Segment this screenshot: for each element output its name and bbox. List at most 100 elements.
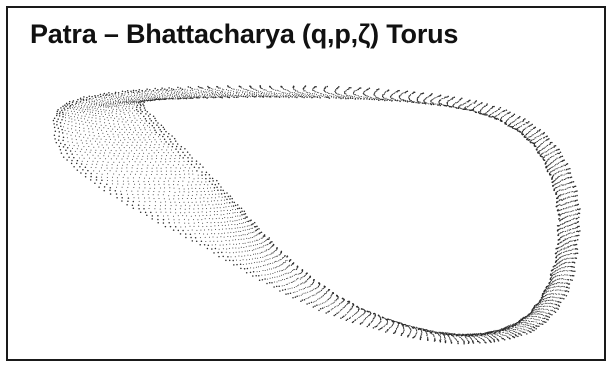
torus-point xyxy=(567,177,568,178)
torus-point xyxy=(553,287,554,288)
torus-point xyxy=(552,303,553,304)
torus-point xyxy=(211,226,212,227)
torus-point xyxy=(550,142,552,144)
torus-point xyxy=(421,332,422,333)
torus-point xyxy=(549,300,550,301)
torus-point xyxy=(547,309,548,310)
torus-point xyxy=(353,315,354,316)
torus-point xyxy=(92,101,93,102)
torus-point xyxy=(239,96,240,97)
torus-point xyxy=(125,91,127,93)
torus-point xyxy=(552,284,553,285)
torus-point xyxy=(129,101,130,102)
torus-point xyxy=(458,106,459,107)
torus-point xyxy=(165,97,166,98)
torus-point xyxy=(574,236,575,237)
torus-point xyxy=(542,321,544,323)
torus-point xyxy=(547,306,548,307)
torus-point xyxy=(217,237,218,238)
torus-point xyxy=(213,241,214,242)
torus-point xyxy=(284,285,285,286)
torus-point xyxy=(564,283,565,284)
torus-point xyxy=(510,124,511,125)
torus-point xyxy=(89,101,90,102)
torus-point xyxy=(436,332,437,333)
torus-point xyxy=(399,101,401,103)
torus-point xyxy=(558,158,559,159)
torus-point xyxy=(381,99,382,100)
torus-point xyxy=(229,213,230,214)
torus-point xyxy=(574,232,575,233)
torus-point xyxy=(312,295,313,296)
torus-point xyxy=(237,204,239,206)
torus-point xyxy=(427,340,429,342)
torus-point xyxy=(281,94,282,95)
torus-point xyxy=(111,93,113,95)
torus-point xyxy=(214,94,215,95)
torus-point xyxy=(231,88,232,89)
torus-point xyxy=(564,227,565,228)
torus-point xyxy=(128,99,129,100)
torus-point xyxy=(132,100,133,101)
torus-point xyxy=(244,210,246,212)
torus-point xyxy=(110,104,111,105)
torus-point xyxy=(281,96,282,97)
torus-point xyxy=(263,245,264,246)
torus-point xyxy=(103,105,104,106)
torus-point xyxy=(292,288,293,289)
torus-point xyxy=(413,101,414,102)
torus-point xyxy=(281,264,282,265)
torus-point xyxy=(570,202,571,203)
torus-point xyxy=(403,99,404,100)
torus-point xyxy=(349,303,350,304)
torus-point xyxy=(103,109,104,110)
torus-point xyxy=(565,189,566,190)
torus-point xyxy=(559,305,561,307)
torus-point xyxy=(537,307,538,308)
torus-point xyxy=(81,107,82,108)
torus-point xyxy=(90,112,91,113)
torus-point xyxy=(344,96,345,97)
torus-point xyxy=(215,229,216,230)
torus-point xyxy=(349,87,351,89)
torus-point xyxy=(566,234,567,235)
torus-point xyxy=(524,329,525,330)
torus-point xyxy=(214,187,216,189)
torus-point xyxy=(274,94,275,95)
torus-point xyxy=(207,198,208,199)
torus-point xyxy=(319,285,320,286)
torus-point xyxy=(206,92,207,93)
torus-point xyxy=(520,328,521,329)
torus-point xyxy=(420,339,422,341)
torus-point xyxy=(151,96,152,97)
torus-point xyxy=(218,194,219,195)
torus-point xyxy=(358,317,359,318)
torus-point xyxy=(385,91,386,92)
torus-point xyxy=(538,306,539,307)
torus-point xyxy=(571,191,572,192)
torus-point xyxy=(532,134,533,135)
torus-point xyxy=(498,335,499,336)
torus-point xyxy=(187,97,188,98)
torus-point xyxy=(384,98,385,99)
torus-point xyxy=(144,95,145,96)
torus-point xyxy=(188,230,189,231)
torus-point xyxy=(91,104,92,105)
torus-point xyxy=(327,311,329,313)
torus-point xyxy=(539,317,540,318)
torus-point xyxy=(549,288,550,289)
torus-point xyxy=(273,95,274,96)
torus-point xyxy=(231,198,233,200)
torus-point xyxy=(506,330,507,331)
torus-point xyxy=(358,95,359,96)
torus-point xyxy=(220,92,221,93)
torus-point xyxy=(563,165,564,166)
torus-point xyxy=(561,249,562,250)
torus-point xyxy=(188,98,189,99)
torus-point xyxy=(171,93,172,94)
torus-point xyxy=(229,95,230,96)
torus-point xyxy=(513,329,514,330)
torus-point xyxy=(510,123,511,124)
torus-point xyxy=(138,102,139,103)
torus-point xyxy=(556,158,557,159)
